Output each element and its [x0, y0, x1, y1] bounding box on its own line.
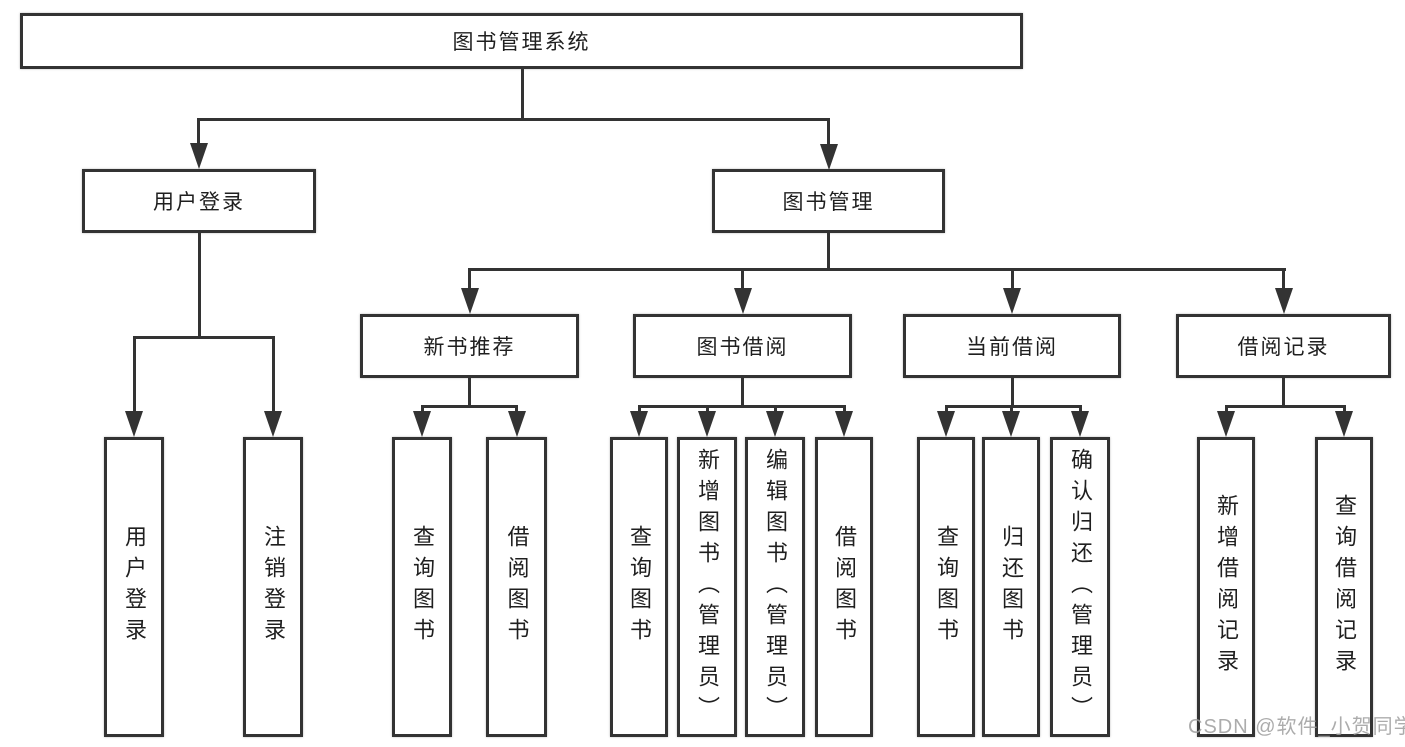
connector-root-vertical — [520, 69, 524, 121]
connector-drop-leaf-logout — [271, 336, 275, 415]
watermark: CSDN @软件_小贺同学 — [1188, 716, 1405, 738]
connector-new-book-horizontal — [420, 405, 518, 408]
arrowhead-br-query — [1335, 411, 1353, 437]
leaf-newbook-query-books: 查询图书 — [392, 437, 452, 737]
leaf-current-return-books: 归还图书 — [982, 437, 1040, 737]
leaf-borrow-add-books-admin-label: 新增图书（管理员） — [695, 447, 720, 727]
leaf-current-return-books-label: 归还图书 — [999, 525, 1024, 649]
leaf-record-query-borrow-record: 查询借阅记录 — [1315, 437, 1373, 737]
node-borrow-record-label: 借阅记录 — [1237, 336, 1330, 359]
arrowhead-leaf-logout — [264, 411, 282, 437]
leaf-borrow-borrow-books-label: 借阅图书 — [832, 525, 857, 649]
leaf-borrow-query-books-label: 查询图书 — [627, 525, 652, 649]
connector-drop-current-borrow — [1010, 268, 1014, 292]
arrowhead-nb-query — [413, 411, 431, 437]
arrowhead-nb-borrow — [507, 411, 526, 437]
leaf-user-login: 用户登录 — [104, 437, 164, 737]
leaf-record-add-borrow-record: 新增借阅记录 — [1197, 437, 1255, 737]
leaf-borrow-edit-books-admin-label: 编辑图书（管理员） — [763, 447, 788, 727]
connector-drop-book-borrow — [741, 268, 744, 292]
connector-book-borrow-vertical — [741, 378, 744, 408]
node-root: 图书管理系统 — [20, 13, 1023, 69]
connector-drop-book-management — [827, 118, 830, 146]
leaf-user-login-label: 用户登录 — [122, 525, 147, 649]
leaf-current-query-books: 查询图书 — [917, 437, 975, 737]
connector-drop-user-login — [197, 118, 200, 146]
leaf-current-confirm-return-admin: 确认归还（管理员） — [1050, 437, 1110, 737]
arrowhead-current-borrow — [1003, 288, 1021, 314]
node-new-book-recommend-label: 新书推荐 — [423, 336, 516, 359]
leaf-current-confirm-return-admin-label: 确认归还（管理员） — [1068, 447, 1093, 727]
leaf-newbook-query-books-label: 查询图书 — [410, 525, 435, 649]
arrowhead-book-management — [819, 144, 838, 170]
arrowhead-user-login — [189, 143, 208, 169]
leaf-logout: 注销登录 — [243, 437, 303, 737]
connector-root-horizontal — [197, 118, 830, 121]
leaf-current-query-books-label: 查询图书 — [934, 525, 959, 649]
leaf-borrow-edit-books-admin: 编辑图书（管理员） — [745, 437, 805, 737]
node-user-login-label: 用户登录 — [153, 191, 245, 214]
arrowhead-bb-query — [630, 411, 648, 437]
connector-current-borrow-horizontal — [944, 405, 1082, 408]
leaf-newbook-borrow-books: 借阅图书 — [486, 437, 547, 737]
connector-book-borrow-horizontal — [637, 405, 846, 408]
arrowhead-new-book — [460, 288, 479, 314]
arrowhead-bb-add — [698, 411, 716, 437]
arrowhead-borrow-record — [1274, 288, 1293, 314]
arrowhead-bb-edit — [766, 411, 784, 437]
node-current-borrow-label: 当前借阅 — [966, 336, 1058, 359]
connector-new-book-vertical — [468, 378, 471, 408]
arrowhead-bb-borrow — [835, 411, 853, 437]
connector-user-login-vertical — [197, 233, 201, 339]
connector-user-login-horizontal — [132, 336, 275, 339]
leaf-borrow-add-books-admin: 新增图书（管理员） — [677, 437, 737, 737]
node-book-management-label: 图书管理 — [782, 191, 875, 214]
arrowhead-book-borrow — [733, 288, 752, 314]
arrowhead-cb-query — [937, 411, 955, 437]
connector-book-management-horizontal — [468, 268, 1286, 271]
leaf-logout-label: 注销登录 — [261, 525, 286, 649]
node-root-label: 图书管理系统 — [452, 31, 591, 54]
leaf-borrow-borrow-books: 借阅图书 — [815, 437, 873, 737]
connector-borrow-record-horizontal — [1224, 405, 1346, 408]
connector-drop-leaf-login — [132, 336, 136, 415]
node-book-borrow: 图书借阅 — [633, 314, 852, 378]
leaf-borrow-query-books: 查询图书 — [610, 437, 668, 737]
leaf-record-add-borrow-record-label: 新增借阅记录 — [1214, 494, 1239, 680]
arrowhead-cb-confirm — [1071, 411, 1089, 437]
connector-drop-new-book — [468, 268, 471, 292]
node-new-book-recommend: 新书推荐 — [360, 314, 579, 378]
connector-borrow-record-vertical — [1282, 378, 1285, 408]
leaf-newbook-borrow-books-label: 借阅图书 — [504, 525, 530, 649]
connector-current-borrow-vertical — [1010, 378, 1014, 408]
connector-book-management-vertical — [827, 233, 830, 271]
node-book-management: 图书管理 — [712, 169, 945, 233]
arrowhead-br-add — [1217, 411, 1235, 437]
node-book-borrow-label: 图书借阅 — [696, 336, 789, 359]
arrowhead-cb-return — [1002, 411, 1020, 437]
arrowhead-leaf-login — [125, 411, 143, 437]
leaf-record-query-borrow-record-label: 查询借阅记录 — [1332, 494, 1357, 680]
node-user-login: 用户登录 — [82, 169, 316, 233]
connector-drop-borrow-record — [1282, 268, 1285, 292]
node-current-borrow: 当前借阅 — [903, 314, 1121, 378]
node-borrow-record: 借阅记录 — [1176, 314, 1391, 378]
